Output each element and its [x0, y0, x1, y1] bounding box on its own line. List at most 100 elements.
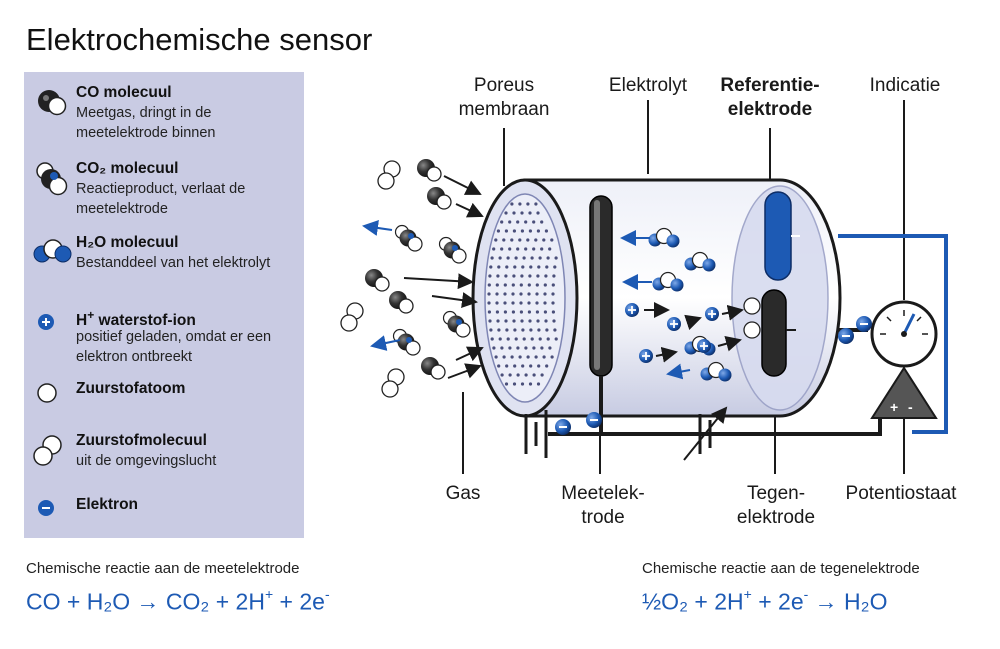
pore: [495, 301, 499, 305]
pore: [521, 364, 525, 368]
pore: [497, 364, 501, 368]
pore: [503, 283, 507, 287]
pore: [510, 238, 514, 242]
pore: [516, 346, 520, 350]
co-molecule: [389, 291, 414, 314]
pore: [543, 301, 547, 305]
pore: [500, 220, 504, 224]
pore: [505, 328, 509, 332]
pore: [496, 274, 500, 278]
pore: [512, 274, 516, 278]
pore: [510, 202, 514, 206]
pore: [516, 247, 520, 251]
pore: [496, 229, 500, 233]
hydrogen-ion: [697, 339, 711, 353]
oxygen-molecule-icon: [33, 435, 62, 466]
pore: [548, 247, 552, 251]
pore: [506, 337, 510, 341]
label-measuring-electrode: Meetelek-trode: [561, 483, 645, 528]
h2o-molecule-icon: [33, 239, 72, 263]
pore: [495, 310, 499, 314]
pore: [536, 211, 540, 215]
pore: [505, 265, 509, 269]
pore: [542, 238, 546, 242]
pore: [519, 310, 524, 314]
meter-needle: [902, 313, 916, 335]
hydrogen-ion-icon: [38, 314, 54, 330]
pore: [504, 211, 508, 215]
pore: [511, 283, 515, 287]
co2-molecule: [392, 328, 421, 356]
pore: [524, 373, 528, 377]
h2o-molecule: [684, 251, 716, 272]
pore: [518, 355, 522, 359]
pore: [545, 265, 549, 269]
oxygen-molecule: [340, 302, 364, 332]
pore: [534, 355, 538, 359]
pore: [543, 283, 547, 287]
flow-arrow: [443, 175, 482, 195]
pore: [511, 310, 515, 314]
electron-icon: [38, 500, 54, 516]
pore: [527, 310, 532, 314]
co2-molecule: [438, 236, 467, 264]
pore: [512, 211, 516, 215]
pore: [498, 256, 502, 260]
pore: [488, 274, 492, 278]
pore: [510, 355, 514, 359]
measuring-electrode-highlight: [594, 200, 600, 370]
label-indication: Indicatie: [869, 75, 941, 96]
hydrogen-ion: [625, 303, 639, 317]
pore: [490, 337, 494, 341]
label-gas: Gas: [445, 483, 481, 504]
pore: [536, 319, 540, 323]
pore: [490, 256, 494, 260]
co-molecule: [365, 269, 390, 292]
potentiostat-minus: -: [908, 399, 913, 415]
pore: [535, 283, 539, 287]
pore: [540, 247, 544, 251]
h2o-molecule: [700, 361, 732, 382]
pore: [505, 364, 509, 368]
pore: [520, 319, 524, 323]
pore: [495, 283, 499, 287]
pore: [528, 319, 532, 323]
oxygen-atom: [743, 321, 761, 339]
pore: [500, 247, 504, 251]
pore: [553, 328, 557, 332]
pore: [518, 238, 522, 242]
pore: [545, 364, 549, 368]
electron-on-wire: [586, 412, 602, 428]
pore: [508, 373, 512, 377]
label-porous-membrane: Poreus membraan: [458, 75, 550, 120]
pore: [511, 301, 515, 305]
pore: [502, 355, 506, 359]
pore: [530, 337, 534, 341]
reaction-equation-measuring: CO + H₂O → CO₂ + 2H+ + 2e-: [26, 586, 330, 615]
battery-symbol: [524, 410, 548, 458]
reference-electrode: [764, 191, 792, 281]
pore: [542, 355, 546, 359]
pore: [554, 256, 558, 260]
pore: [494, 355, 498, 359]
pore: [508, 220, 512, 224]
flow-arrow: [666, 363, 691, 380]
membrane-face: [484, 193, 566, 403]
pore: [512, 382, 517, 386]
meter-ticks: [880, 310, 928, 335]
hydrogen-ion: [705, 307, 719, 321]
pore: [524, 220, 528, 224]
pore: [535, 310, 540, 314]
flow-arrow: [717, 335, 742, 352]
pore: [551, 292, 555, 296]
pore: [544, 229, 549, 233]
pore: [504, 382, 509, 386]
pore: [495, 292, 499, 296]
pore: [540, 346, 544, 350]
pore: [527, 283, 531, 287]
pore: [489, 328, 493, 332]
flow-arrows: [362, 175, 744, 380]
pore: [538, 256, 542, 260]
pore: [511, 292, 515, 296]
pore: [514, 256, 518, 260]
